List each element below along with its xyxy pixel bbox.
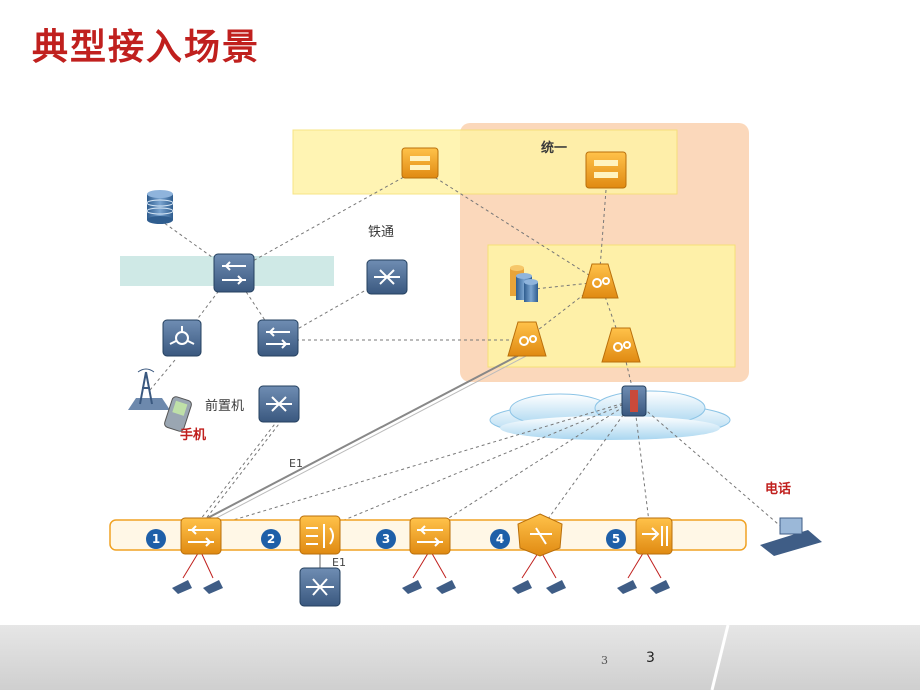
- bus-number-2: 2: [267, 532, 275, 546]
- footer-divider: [710, 625, 730, 690]
- router-icon: [299, 515, 341, 555]
- telephone-icon: [172, 580, 670, 594]
- cloud-icon: [489, 390, 731, 440]
- router-icon: [299, 567, 341, 607]
- cell-tower-icon: [128, 368, 170, 410]
- bus-number-badges: [146, 529, 626, 549]
- page-number-small: 3: [601, 654, 608, 667]
- server-icon: [585, 151, 627, 189]
- router-icon: [258, 385, 300, 423]
- gear-device-icon: [601, 327, 641, 363]
- label-mobile: 手机: [180, 428, 207, 443]
- router-icon: [635, 517, 673, 555]
- switch-icon: [213, 253, 255, 293]
- hub-icon: [162, 319, 202, 357]
- switch-icon: [257, 319, 299, 357]
- switch-icon: [180, 517, 222, 555]
- footer-bar: [0, 625, 920, 690]
- phone-wires: [182, 549, 662, 579]
- firewall-icon: [621, 385, 647, 417]
- label-unified: 统一: [541, 141, 568, 156]
- label-phone: 电话: [765, 482, 792, 497]
- switch-icon: [409, 517, 451, 555]
- database-icon: [510, 265, 538, 302]
- page-title: 典型接入场景: [32, 27, 261, 68]
- label-e1-b: E1: [332, 556, 346, 569]
- bus-number-1: 1: [152, 532, 160, 546]
- label-tietong: 铁通: [368, 225, 395, 240]
- router-icon: [366, 259, 408, 295]
- gear-device-icon: [581, 263, 619, 299]
- bus-number-5: 5: [612, 532, 620, 546]
- label-e1-a: E1: [289, 457, 303, 470]
- telephone-icon: [760, 517, 822, 556]
- mobile-phone-icon: [164, 396, 192, 432]
- label-frontend: 前置机: [205, 399, 245, 414]
- server-icon: [401, 147, 439, 179]
- gear-device-icon: [507, 321, 547, 357]
- database-icon: [146, 190, 174, 224]
- gear-device-icon: [517, 513, 563, 557]
- page-number-large: 3: [646, 650, 655, 666]
- bus-number-3: 3: [382, 532, 390, 546]
- bus-number-4: 4: [496, 532, 504, 546]
